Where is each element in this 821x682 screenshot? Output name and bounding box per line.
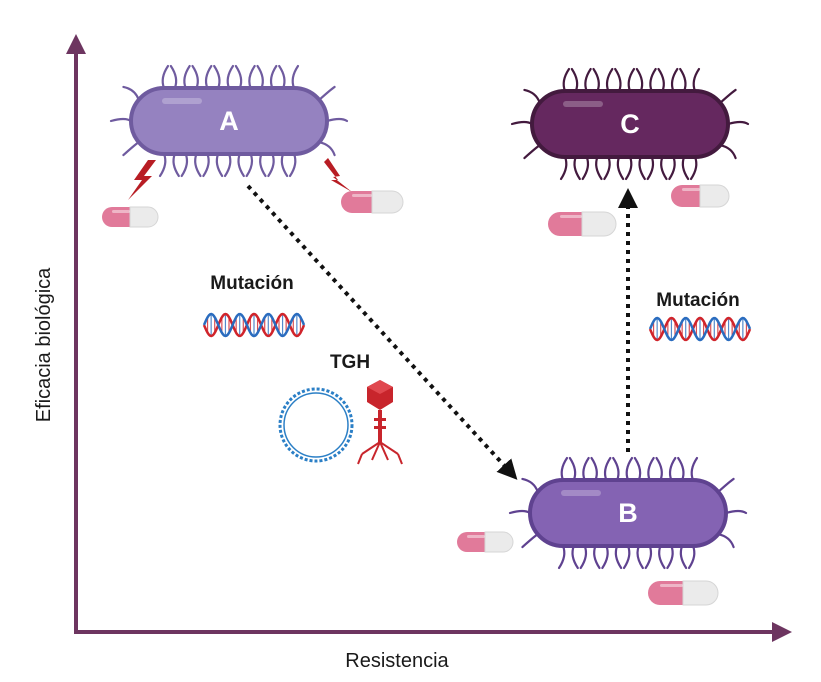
mutation-label-left: Mutación (210, 273, 293, 294)
bacterium-c-label: C (620, 109, 640, 139)
antibiotic-pill-icon (457, 531, 514, 553)
y-axis-label: Eficacia biológica (33, 267, 55, 422)
dna-helix-icon (648, 316, 752, 342)
bacterium-b-body (528, 478, 728, 548)
plasmid-icon (278, 387, 354, 463)
bacterium-a-body (129, 86, 329, 156)
lightning-bolt-icon (324, 158, 352, 192)
bacterium-a: A (109, 64, 349, 178)
lightning-bolt-icon (128, 160, 156, 200)
transition-arrow-a-b (246, 184, 518, 480)
antibiotic-pill-icon (341, 190, 404, 214)
bacterium-b-label: B (618, 498, 638, 528)
antibiotic-pill-icon (102, 206, 159, 228)
bacterium-c-body (530, 89, 730, 159)
bacterium-a-label: A (219, 106, 239, 136)
mutation-label-right: Mutación (656, 290, 739, 311)
bacterium-b: B (508, 456, 748, 570)
bacterium-c: C (510, 67, 750, 181)
antibiotic-pill-icon (671, 184, 730, 208)
dna-helix-icon (202, 312, 306, 338)
antibiotic-pill-icon (648, 580, 719, 606)
tgh-label: TGH (330, 352, 370, 373)
antibiotic-pill-icon (548, 211, 617, 237)
x-axis-label: Resistencia (345, 650, 449, 672)
bacteriophage-icon (357, 380, 403, 465)
